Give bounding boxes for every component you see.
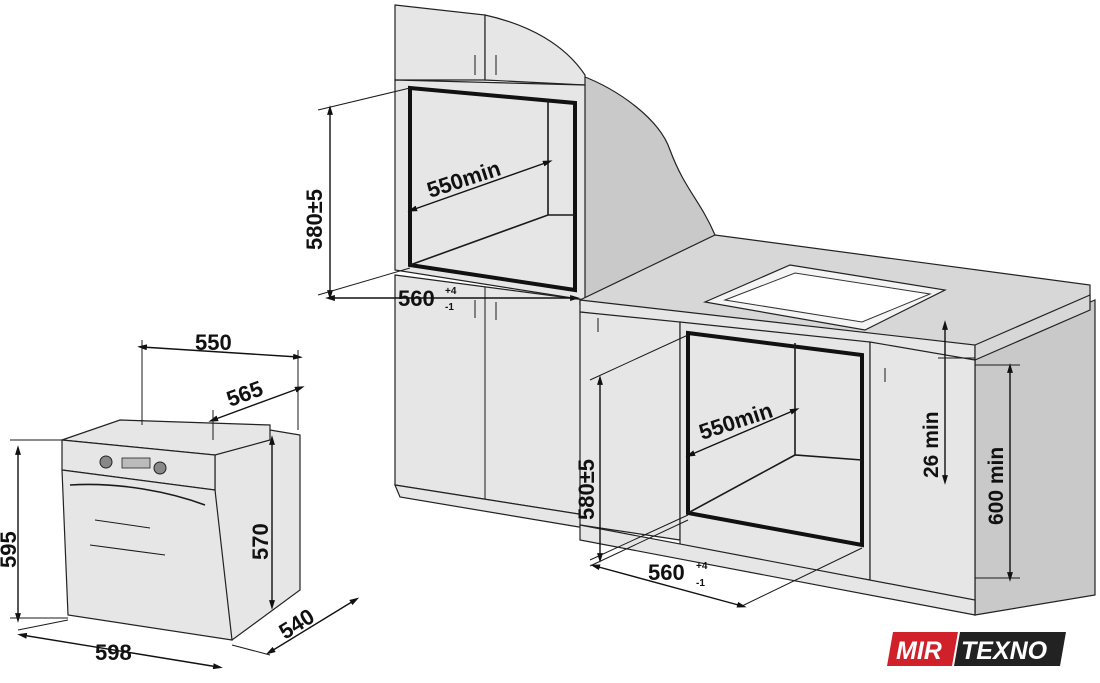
oven-width-label: 598 [95, 640, 132, 665]
undercounter-min-height-label: 600 min [985, 447, 1008, 525]
oven-height-total-label: 595 [0, 531, 21, 568]
column-niche-width-tol-minus: -1 [445, 302, 454, 313]
undercounter-gap-label: 26 min [920, 411, 943, 478]
base-cabinets [579, 311, 976, 616]
column-niche-width-tol-plus: +4 [445, 286, 457, 297]
column-base [394, 274, 586, 529]
oven [61, 419, 301, 641]
upper-cabinet [394, 4, 586, 301]
column-niche-height-label: 580±5 [302, 189, 327, 250]
oven-depth-body-label: 540 [274, 604, 318, 645]
oven-depth-top-label: 550 [195, 330, 232, 355]
logo-part1: MIR [896, 637, 942, 665]
undercounter-niche-height-label: 580±5 [574, 459, 599, 520]
oven-control-knob [99, 455, 167, 475]
undercounter-niche-width-tol-plus: +4 [696, 561, 708, 572]
sink [702, 264, 947, 331]
oven-depth-total-label: 565 [223, 376, 266, 412]
column-niche-width-label: 560 [398, 286, 435, 311]
logo-part2: TEXNO [961, 637, 1048, 665]
mirtexno-logo: MIR TEXNO [887, 632, 1066, 666]
undercounter-niche-width-tol-minus: -1 [696, 578, 705, 589]
undercounter-niche-width-label: 560 [648, 560, 685, 585]
oven-height-inner-label: 570 [248, 523, 273, 560]
kitchen-wall [579, 74, 1096, 616]
